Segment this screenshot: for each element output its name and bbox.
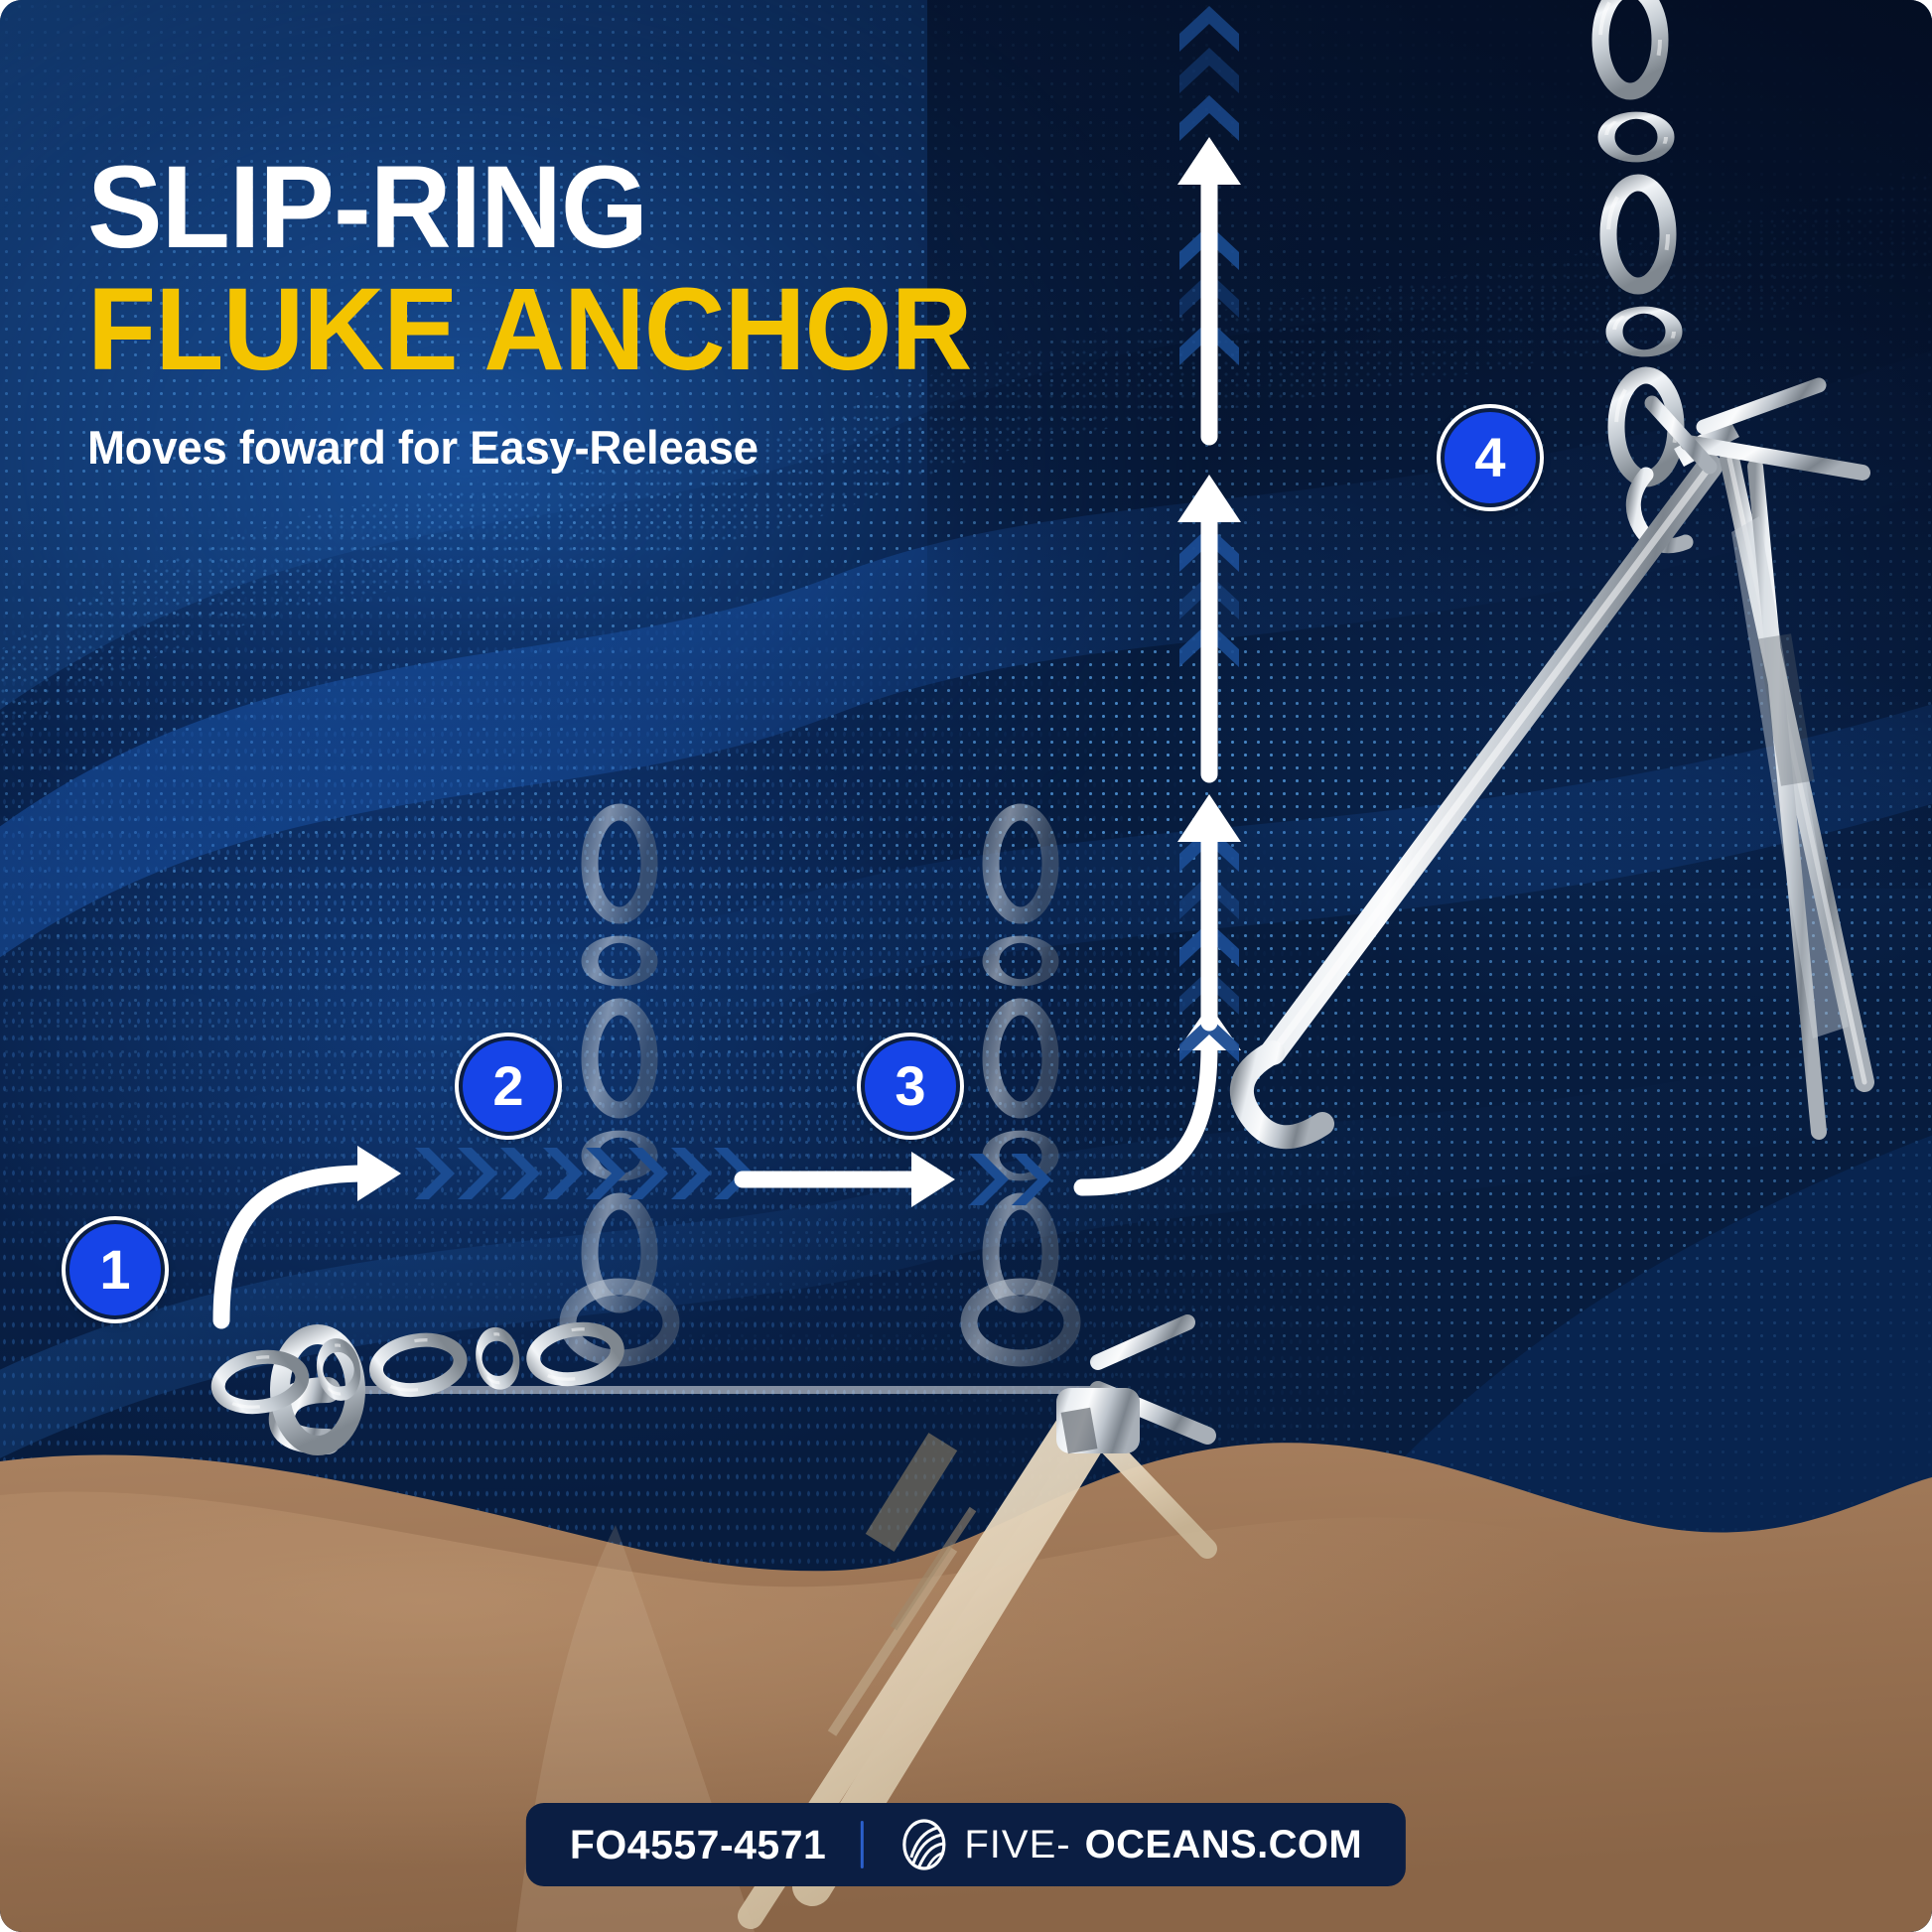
sku-code: FO4557-4571 [569, 1821, 827, 1867]
straight-arrow-step2-to-3 [734, 1152, 955, 1207]
headline-line-1: SLIP-RING [87, 142, 648, 273]
step3-ghost-chain [960, 812, 1081, 1367]
step-badge-2[interactable]: 2 [459, 1036, 558, 1136]
vertical-white-arrow-lower [1177, 794, 1241, 1032]
seabed-sand [0, 1443, 1932, 1932]
vertical-white-arrow-middle [1177, 475, 1241, 783]
headline-line-2: FLUKE ANCHOR [87, 263, 972, 395]
chevron-run-step1-to-2 [415, 1148, 754, 1199]
background-dark-top-right [927, 0, 1932, 890]
step-badge-4[interactable]: 4 [1441, 408, 1540, 507]
footer-divider [860, 1821, 864, 1868]
headline-subtitle: Moves foward for Easy-Release [87, 421, 759, 475]
brand-suffix: OCEANS.COM [1084, 1822, 1363, 1866]
curved-arrow-step1 [212, 1146, 401, 1329]
headline-block: SLIP-RING FLUKE ANCHOR Moves foward for … [87, 147, 1100, 475]
step-badge-3[interactable]: 3 [861, 1036, 960, 1136]
footer-bar: FO4557-4571 FIVE- OCEANS.COM [525, 1803, 1407, 1886]
step-badge-1[interactable]: 1 [66, 1220, 165, 1319]
brand-lockup[interactable]: FIVE- OCEANS.COM [897, 1818, 1362, 1871]
wave-shell-logo-icon [901, 1819, 945, 1870]
vertical-white-arrow-upper [1177, 137, 1241, 446]
chevron-run-step3 [969, 1154, 1051, 1205]
brand-prefix: FIVE- [964, 1822, 1071, 1866]
step4-hanging-chain-and-anchor [1230, 0, 1874, 1150]
